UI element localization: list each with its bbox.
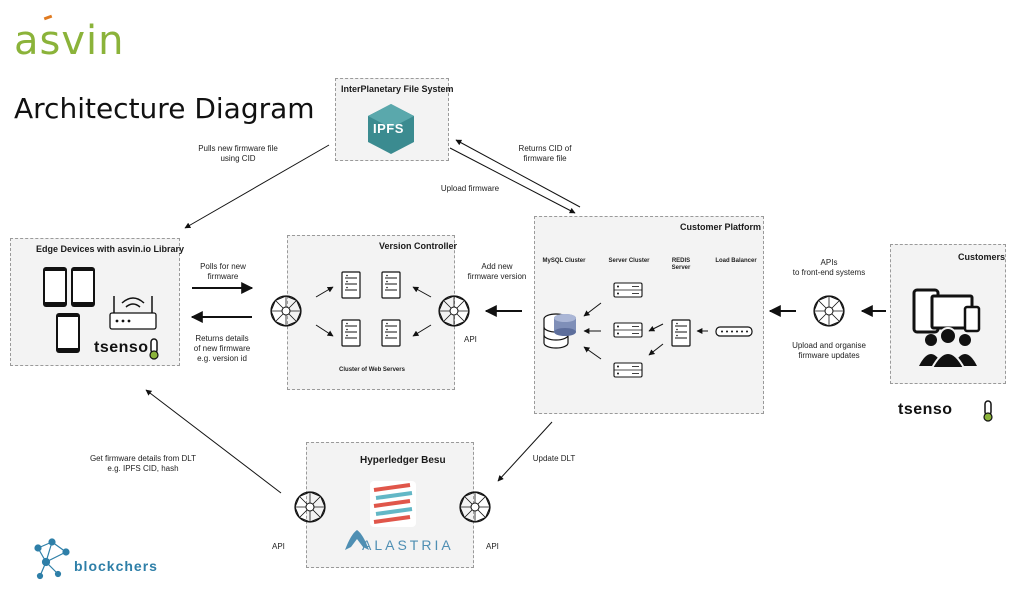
customers-api-hub-icon — [813, 295, 845, 327]
alastria-pattern-icon — [370, 481, 416, 527]
note-add-new-firmware-version: Add new firmware version — [467, 262, 527, 281]
note-polls-for-new-firmware: Polls for new firmware — [200, 262, 246, 281]
note-pulls-new-firmware-file: Pulls new firmware file using CID — [198, 144, 278, 163]
note-get-firmware-details: Get firmware details from DLT e.g. IPFS … — [89, 454, 197, 473]
note-returns-details: Returns details of new firmware e.g. ver… — [193, 334, 251, 363]
load-balancer-icon — [715, 326, 753, 337]
server-cluster-icon — [613, 282, 643, 378]
alastria-logo-icon — [345, 530, 369, 550]
alastria-logo-text: ALASTRIA — [362, 537, 454, 553]
version-controller-hub-icon — [270, 295, 302, 327]
customer-platform-title: Customer Platform — [680, 222, 762, 232]
version-controller-api-hub-icon — [438, 295, 470, 327]
note-upload-organise: Upload and organise firmware updates — [792, 341, 866, 360]
blockchers-network-icon — [34, 538, 70, 580]
page-title: Architecture Diagram — [14, 92, 315, 125]
besu-right-api-label: API — [486, 542, 499, 551]
ipfs-icon — [368, 104, 414, 154]
note-apis-front-end: APIs to front-end systems — [792, 258, 866, 277]
customer-platform-box — [534, 216, 764, 414]
web-servers-caption: Cluster of Web Servers — [339, 367, 405, 373]
besu-right-hub-icon — [459, 491, 491, 523]
note-update-dlt: Update DLT — [532, 454, 576, 463]
besu-left-hub-icon — [294, 491, 326, 523]
version-controller-api-label: API — [464, 335, 477, 344]
redis-server-icon — [671, 319, 691, 347]
asvin-logo-text: asvin — [14, 18, 125, 64]
besu-left-api-label: API — [272, 542, 285, 551]
asvin-logo: asvin — [14, 14, 125, 64]
phone-icon — [43, 267, 95, 353]
note-returns-cid: Returns CID of firmware file — [518, 144, 572, 163]
ipfs-title: InterPlanetary File System — [341, 84, 454, 94]
tsenso-thermometer-icon — [149, 338, 993, 422]
edge-devices-title: Edge Devices with asvin.io Library — [36, 244, 185, 254]
hyperledger-besu-title: Hyperledger Besu — [360, 455, 446, 466]
customers-title: Customers — [958, 252, 1006, 262]
version-controller-title: Version Controller — [379, 241, 458, 251]
web-server-icon — [341, 271, 401, 347]
redis-server-label: REDIS Server — [671, 258, 691, 271]
ipfs-icon-label: IPFS — [373, 121, 404, 136]
router-icon — [109, 296, 157, 330]
customers-people-icon — [919, 327, 977, 369]
server-cluster-label: Server Cluster — [608, 258, 650, 264]
blockchers-logo-text: blockchers — [74, 558, 158, 574]
mysql-cluster-label: MySQL Cluster — [542, 258, 586, 264]
customer-devices-icon — [912, 288, 981, 334]
mysql-database-icon — [543, 313, 576, 349]
note-upload-firmware: Upload firmware — [440, 184, 500, 193]
tsenso-logo-customers: tsenso — [898, 401, 953, 418]
load-balancer-label: Load Balancer — [715, 258, 757, 264]
tsenso-logo-edge: tsenso — [94, 339, 149, 356]
